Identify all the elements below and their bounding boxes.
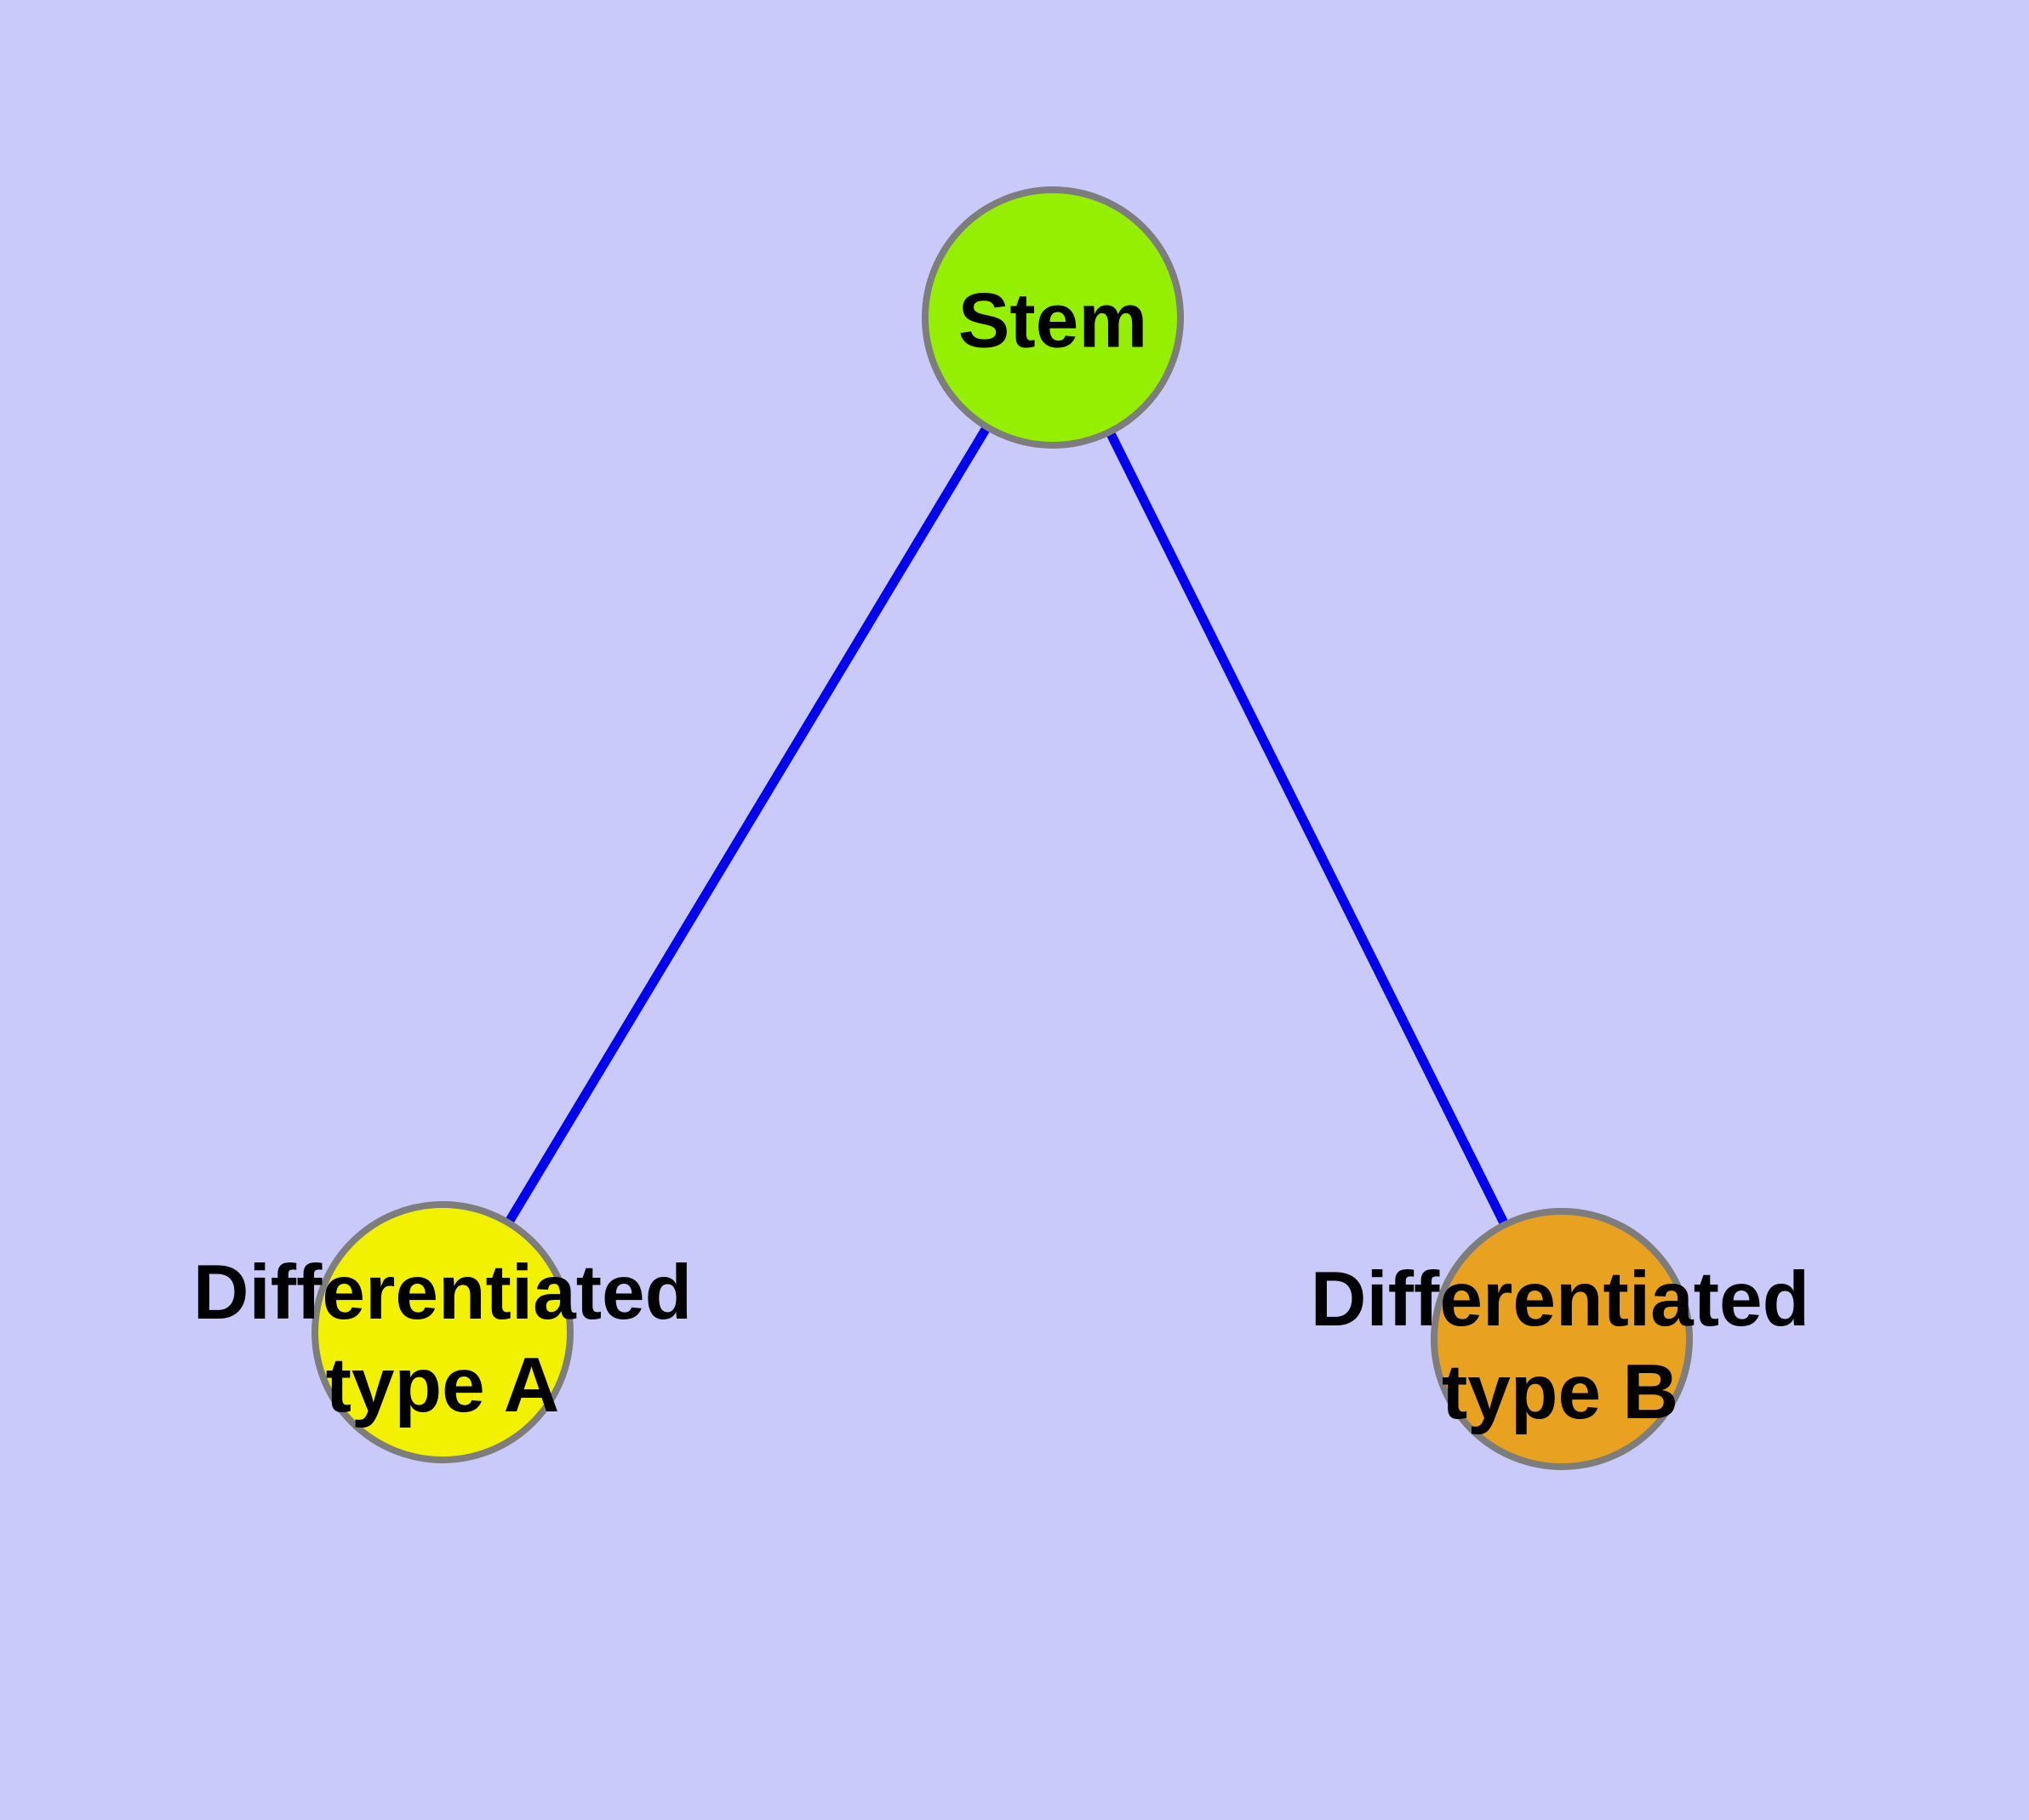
node-label-differentiated-type-a: Differentiated type A: [192, 1249, 693, 1428]
node-differentiated-type-a: [311, 1201, 574, 1463]
node-label-differentiated-type-b: Differentiated type B: [1310, 1256, 1810, 1435]
node-label-stem: Stem: [957, 278, 1148, 364]
edge-stem-to-type-a: [438, 315, 1057, 1335]
edge-stem-to-type-b: [1049, 315, 1566, 1342]
node-differentiated-type-b: [1431, 1208, 1693, 1470]
node-stem: [922, 186, 1184, 449]
